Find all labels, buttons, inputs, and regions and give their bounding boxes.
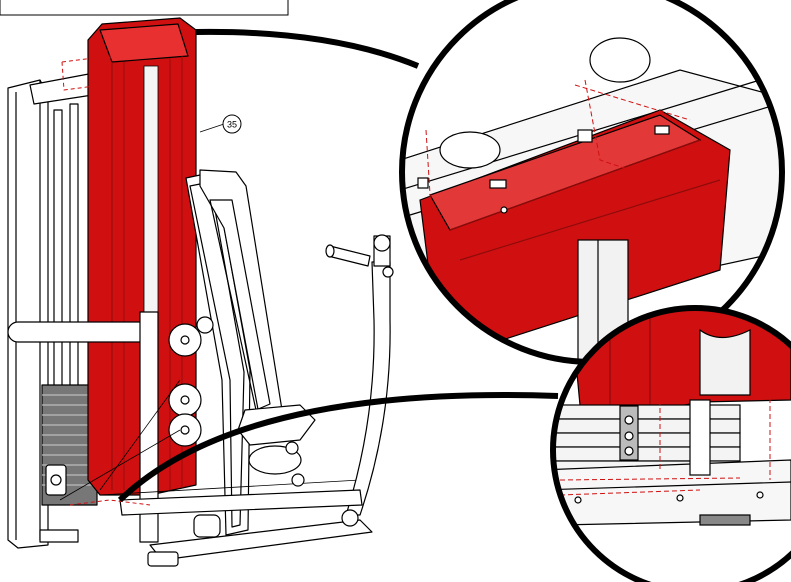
part-callout-35: 35 xyxy=(199,114,242,134)
main-assembly-view xyxy=(7,17,394,567)
handle-arm xyxy=(345,261,391,516)
handle-grip xyxy=(325,244,394,278)
selector-pins xyxy=(619,405,639,461)
leader-line-bottom xyxy=(117,392,559,503)
weight-stack-base-detail xyxy=(550,305,791,582)
part-number-label: 35 xyxy=(227,120,237,130)
leader-line-top xyxy=(195,28,420,69)
crossbar-tube xyxy=(7,321,159,343)
title-block-frame xyxy=(0,0,289,16)
pulley-wheels xyxy=(168,316,214,447)
base-frame xyxy=(39,489,373,567)
